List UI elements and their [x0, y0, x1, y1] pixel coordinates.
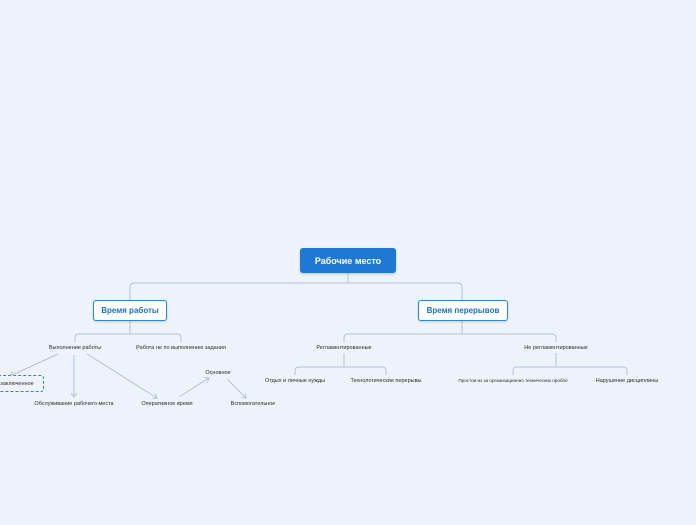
arrow	[10, 353, 59, 376]
topic-label: заключенное	[0, 380, 34, 387]
topic-tech[interactable]: Технологические перерывы	[350, 378, 422, 384]
topic-main[interactable]: Основное	[205, 370, 231, 376]
connector	[512, 366, 628, 375]
arrow	[86, 353, 157, 398]
topic-rest[interactable]: Отдых и личные нужды	[264, 378, 326, 384]
root-label: Рабочие место	[314, 255, 382, 266]
branch-break-time[interactable]: Время перерывов	[418, 300, 508, 321]
topic-partial-dashed[interactable]: заключенное	[0, 375, 44, 392]
branch-label: Время перерывов	[426, 306, 500, 315]
arrow	[226, 378, 246, 398]
topic-discipline[interactable]: Нарушение дисциплины	[595, 378, 659, 384]
connector	[294, 366, 387, 375]
connector	[74, 333, 182, 342]
topic-regulated[interactable]: Регламентированные	[316, 345, 372, 351]
topic-service[interactable]: Обслуживание рабочего места	[34, 401, 114, 407]
connector	[343, 333, 557, 342]
root-node[interactable]: Рабочие место	[300, 248, 396, 273]
topic-doing-work[interactable]: Выполнение работы	[48, 345, 102, 351]
topic-operative[interactable]: Оперативное время	[141, 401, 193, 407]
topic-unregulated[interactable]: Не регламентированные	[524, 345, 588, 351]
topic-not-task[interactable]: Работа не по выполнению задания	[136, 345, 226, 351]
arrow	[178, 378, 209, 398]
topic-auxiliary[interactable]: Вспомогательное	[230, 401, 276, 407]
connector	[129, 282, 463, 300]
branch-work-time[interactable]: Время работы	[93, 300, 167, 321]
branch-label: Время работы	[101, 306, 159, 315]
topic-downtime[interactable]: Простои из за организационно технических…	[458, 378, 568, 383]
